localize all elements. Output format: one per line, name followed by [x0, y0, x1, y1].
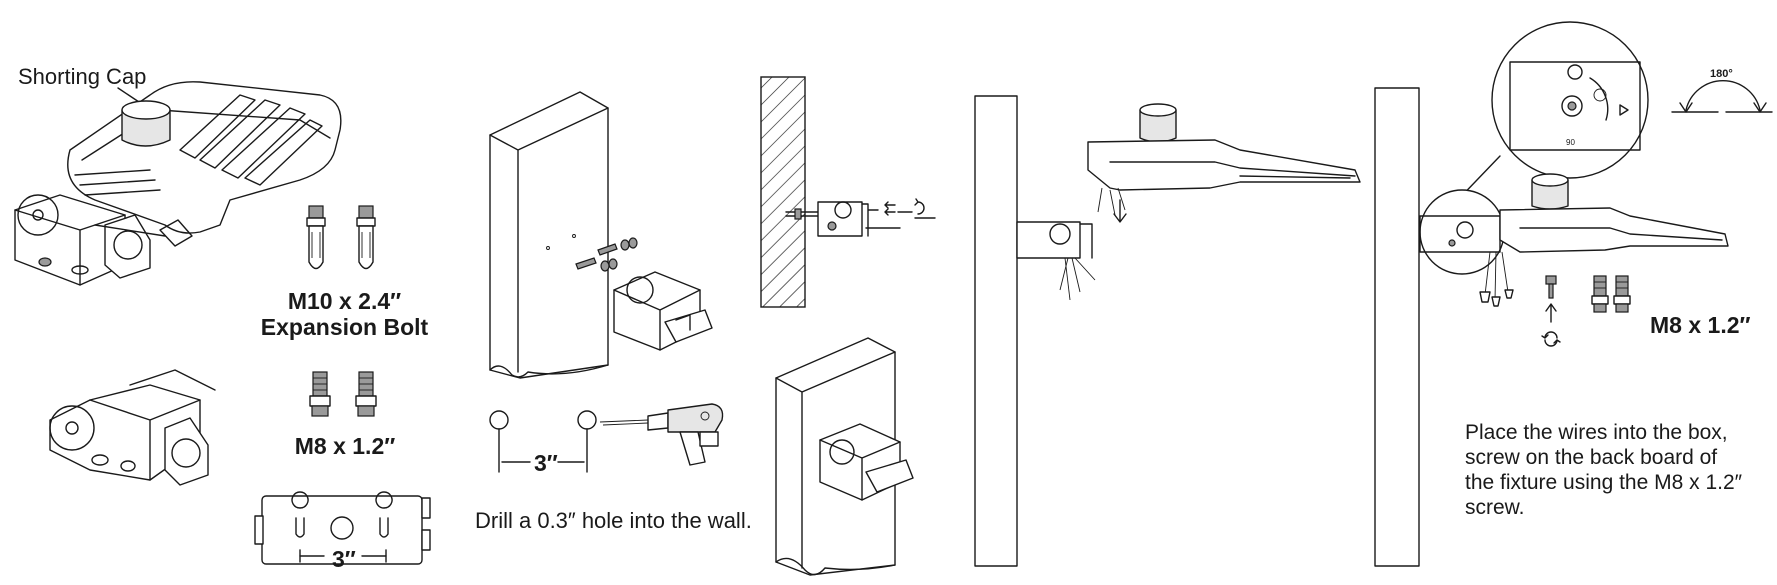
drill-instruction-text: Drill a 0.3″ hole into the wall.	[475, 508, 752, 533]
instruction-line: the fixture using the M8 x 1.2″	[1465, 471, 1743, 494]
bracket-spacing-label: 3″	[332, 546, 356, 572]
expansion-bolt-name-label: Expansion Bolt	[260, 314, 429, 340]
pole-with-mounted-fixture: 90	[1374, 21, 1729, 567]
fixture-with-bracket	[14, 81, 342, 286]
wall-column-with-box	[775, 337, 914, 576]
wall-column-drilling	[489, 91, 713, 473]
m8-screws-illustration-left	[309, 371, 377, 417]
m8-screw-label-right: M8 x 1.2″	[1650, 312, 1751, 338]
shorting-cap-label: Shorting Cap	[18, 64, 147, 89]
drill-spacing-label: 3″	[534, 450, 558, 476]
m8-screws-illustration-right	[1541, 275, 1631, 347]
bracket-back-plate	[254, 491, 431, 565]
mounting-instructions: Place the wires into the box, screw on t…	[1465, 420, 1742, 520]
instruction-line: screw on the back board of	[1465, 446, 1718, 469]
expansion-bolt-size-label: M10 x 2.4″	[287, 288, 402, 314]
instruction-line: Place the wires into the box,	[1465, 421, 1728, 444]
mounting-bracket	[49, 369, 216, 486]
drill-icon	[599, 403, 724, 466]
rotation-angle-label: 180°	[1710, 68, 1733, 80]
m8-screw-label-left: M8 x 1.2″	[294, 433, 396, 459]
instruction-line: screw.	[1465, 496, 1525, 519]
svg-text:90: 90	[1566, 138, 1575, 147]
rotation-angle-icon	[1671, 79, 1773, 113]
expansion-bolts-illustration	[306, 205, 376, 270]
hatched-wall-section	[760, 76, 806, 308]
bracket-side-view	[785, 198, 936, 237]
pole-with-fixture	[974, 95, 1361, 567]
